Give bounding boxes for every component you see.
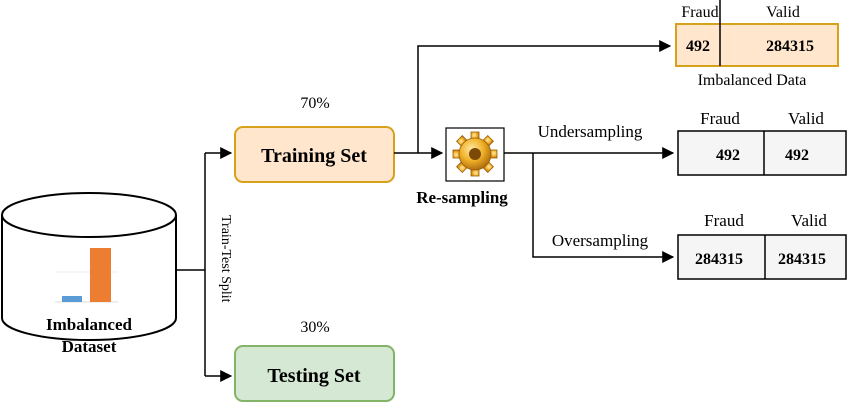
testing-percent: 30% (300, 319, 329, 336)
split-connector (176, 147, 233, 382)
resampling-label: Re-sampling (416, 188, 508, 207)
training-set-label: Training Set (261, 145, 367, 167)
training-percent: 70% (300, 95, 329, 112)
dataset-label-line1: Imbalanced (46, 315, 133, 334)
undersampling-valid-header: Valid (788, 109, 824, 128)
mini-bar-valid (90, 248, 111, 302)
imbalanced-table (675, 23, 839, 67)
undersampling-label: Undersampling (538, 122, 643, 141)
undersampling-valid-value: 492 (785, 147, 809, 164)
resampling-branches (504, 147, 675, 263)
oversampling-valid-value: 284315 (778, 251, 826, 268)
oversampling-fraud-header: Fraud (704, 211, 744, 230)
imbalanced-fraud-header: Fraud (681, 4, 718, 21)
split-label: Train-Test Split (218, 215, 233, 303)
testing-set-box (234, 345, 395, 402)
oversampling-valid-header: Valid (791, 211, 827, 230)
dataset-cylinder (1, 192, 177, 341)
imbalanced-fraud-value: 492 (686, 38, 710, 55)
imbalanced-caption: Imbalanced Data (698, 72, 807, 89)
gear-icon (445, 127, 505, 182)
oversampling-fraud-value: 284315 (695, 251, 743, 268)
oversampling-label: Oversampling (552, 231, 649, 250)
undersampling-fraud-header: Fraud (700, 109, 740, 128)
mini-bar-fraud (62, 296, 82, 302)
undersampling-fraud-value: 492 (716, 147, 740, 164)
dataset-mini-chart (55, 248, 118, 303)
testing-set-label: Testing Set (267, 365, 361, 387)
to-imbalanced-arrow (417, 40, 672, 153)
imbalanced-valid-value: 284315 (766, 38, 814, 55)
training-set-box (234, 126, 395, 183)
undersampling-table (677, 130, 847, 176)
imbalanced-valid-header: Valid (766, 4, 800, 21)
dataset-label-line2: Dataset (62, 337, 117, 356)
oversampling-table (677, 234, 847, 280)
